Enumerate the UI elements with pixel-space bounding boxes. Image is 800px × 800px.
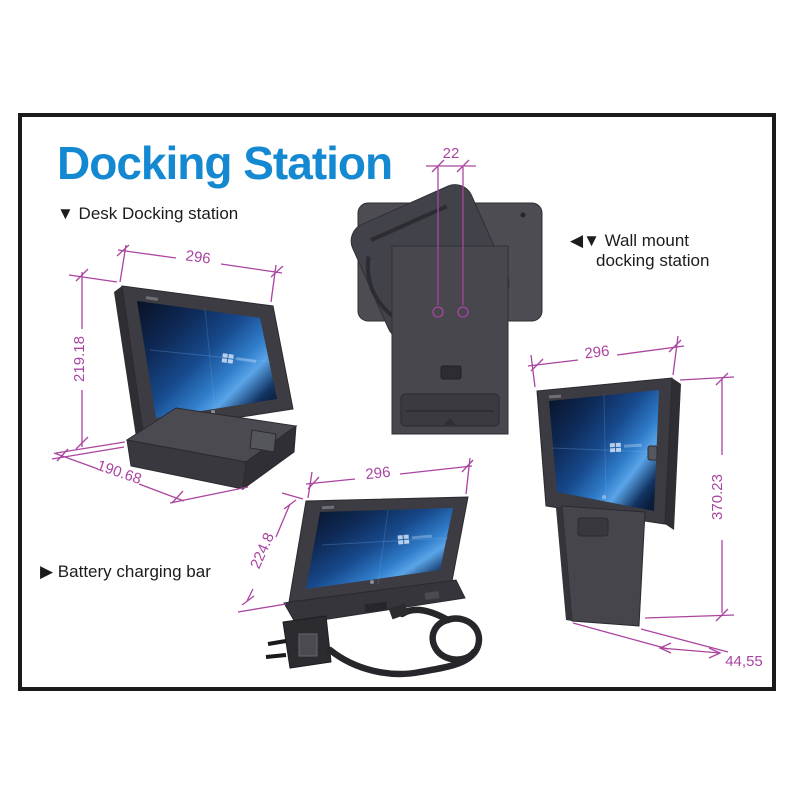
windows-logo-icon <box>609 442 642 453</box>
side-camera-module <box>647 445 658 461</box>
side-tablet-edge <box>665 378 681 530</box>
dim-battery-width: 296 <box>365 464 392 484</box>
side-width-dimension <box>527 335 685 388</box>
dim-desk-height: 219.18 <box>71 336 88 382</box>
dim-side-height: 370.23 <box>709 474 726 520</box>
wall-mount-label-line2: docking station <box>596 251 710 270</box>
dim-side-depth: 44,55 <box>725 653 763 670</box>
brand-mark <box>321 505 335 510</box>
dim-battery-height: 224.8 <box>247 530 278 571</box>
wall-mount-label-line1: ◀▼ Wall mount <box>570 231 690 250</box>
camera-dot <box>520 212 526 218</box>
desk-width-dimension <box>116 244 284 303</box>
battery-tablet-screen <box>306 508 453 589</box>
windows-logo-icon <box>221 353 257 364</box>
brand-mark <box>145 296 159 301</box>
side-tablet-screen <box>549 390 659 511</box>
side-column-recess <box>577 517 609 537</box>
desk-dock-label: ▼ Desk Docking station <box>57 204 238 224</box>
page-title: Docking Station <box>57 137 393 189</box>
charging-bar <box>283 579 466 625</box>
desk-tablet-edge <box>114 286 143 437</box>
desk-depth-dimension <box>51 446 249 504</box>
dim-desk-width: 296 <box>185 247 212 267</box>
hole-spacing-dimension <box>426 159 476 318</box>
dim-hole-spacing: 22 <box>443 145 460 162</box>
adapter-label <box>298 633 318 657</box>
wall-mount-back-illustration <box>350 184 543 435</box>
side-height-dimension <box>644 372 735 622</box>
brand-mark <box>548 394 562 399</box>
desk-dock-label-text: ▼ Desk Docking station <box>57 204 239 223</box>
power-cord <box>326 615 483 678</box>
desk-tablet-screen <box>137 301 277 418</box>
battery-bar-label-text: ▶ Battery charging bar <box>40 562 211 581</box>
wall-mount-side-illustration <box>536 377 681 627</box>
battery-height-dimension <box>237 492 304 613</box>
wall-mount-label: ◀▼ Wall mount docking station <box>570 231 709 271</box>
battery-bar-label: ▶ Battery charging bar <box>40 562 211 582</box>
plug-prongs <box>265 639 287 659</box>
desk-dock-illustration <box>114 285 298 491</box>
desk-base-connector <box>249 429 277 453</box>
windows-logo-icon <box>397 534 432 545</box>
battery-bar-illustration <box>265 496 483 678</box>
side-depth-dimension <box>572 622 729 659</box>
wallback-port <box>440 365 462 380</box>
dim-side-width: 296 <box>583 343 610 363</box>
desk-height-dimension <box>55 268 126 454</box>
cord-plug <box>388 603 409 620</box>
battery-width-dimension <box>305 457 474 499</box>
desk-base-side <box>242 424 297 491</box>
